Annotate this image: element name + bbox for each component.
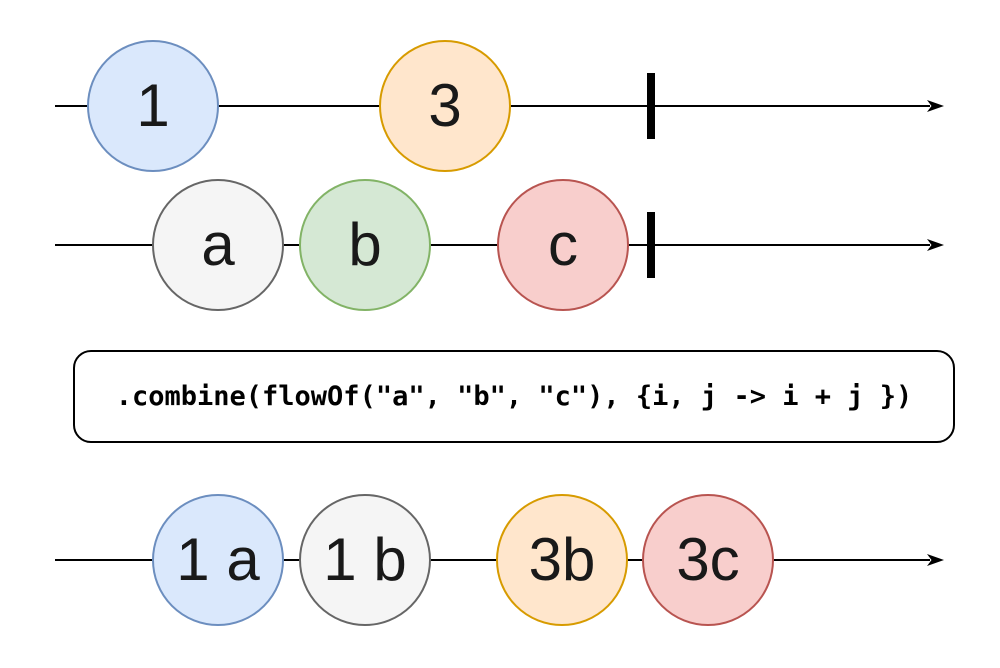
marble-label: b <box>348 211 382 278</box>
timeline-line-other <box>55 244 930 246</box>
timeline-line-result <box>55 559 930 561</box>
marble-3b: 3b <box>496 494 628 626</box>
marble-c: c <box>497 179 629 311</box>
marble-b: b <box>299 179 431 311</box>
marble-1a: 1 a <box>152 494 284 626</box>
arrowhead-icon-other <box>927 238 945 252</box>
arrowhead-icon-source <box>927 99 945 113</box>
marble-a: a <box>152 179 284 311</box>
marble-3: 3 <box>379 40 511 172</box>
marble-label: a <box>201 211 235 278</box>
marble-label: 1 a <box>176 526 260 593</box>
completion-marker-source <box>647 73 655 139</box>
marble-label: 3c <box>676 526 740 593</box>
marble-label: 3b <box>528 526 596 593</box>
marble-label: 1 <box>136 72 170 139</box>
marble-label: 3 <box>428 72 462 139</box>
completion-marker-other <box>647 212 655 278</box>
marble-1b: 1 b <box>299 494 431 626</box>
marble-1: 1 <box>87 40 219 172</box>
code-text: .combine(flowOf("a", "b", "c"), {i, j ->… <box>115 381 913 412</box>
marble-3c: 3c <box>642 494 774 626</box>
marble-label: 1 b <box>323 526 407 593</box>
arrowhead-icon-result <box>927 553 945 567</box>
marble-label: c <box>548 211 578 278</box>
code-box: .combine(flowOf("a", "b", "c"), {i, j ->… <box>73 350 955 443</box>
